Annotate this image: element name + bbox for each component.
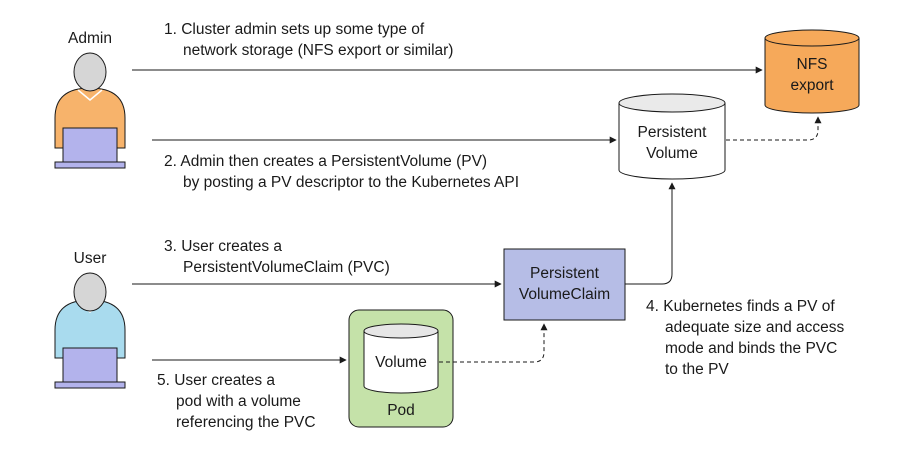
user-icon: [54, 272, 126, 389]
step3-line: 3. User creates a: [164, 238, 283, 255]
pvc-label-line2: VolumeClaim: [518, 286, 611, 303]
pvc-label-line1: Persistent: [530, 265, 599, 282]
step2-line: by posting a PV descriptor to the Kubern…: [183, 174, 520, 191]
nfs-label-line2: export: [790, 77, 834, 94]
nfs-label-line1: NFS: [796, 56, 828, 73]
step3-line: PersistentVolumeClaim (PVC): [183, 259, 390, 276]
step5-line: referencing the PVC: [176, 414, 316, 431]
admin-label: Admin: [68, 30, 112, 47]
user-laptop: [62, 347, 118, 383]
arrow-volume-to-pvc: [439, 323, 548, 363]
step1-line: 1. Cluster admin sets up some type of: [164, 21, 425, 38]
volume-label: Volume: [375, 354, 427, 371]
pv-label-line1: Persistent: [637, 124, 707, 141]
user-laptop-base: [54, 381, 126, 389]
step4-line: 4. Kubernetes finds a PV of: [646, 298, 835, 315]
step1-line: network storage (NFS export or similar): [183, 42, 454, 59]
step2-line: 2. Admin then creates a PersistentVolume…: [164, 153, 488, 170]
pv-label-line2: Volume: [646, 145, 698, 162]
volume-cylinder: [363, 323, 439, 394]
user-head: [73, 272, 107, 312]
persistent-volume-cylinder: [618, 93, 726, 180]
pod-label: Pod: [387, 402, 415, 419]
admin-laptop: [62, 127, 118, 163]
pvc-box: [503, 248, 626, 321]
step5-line: pod with a volume: [176, 393, 301, 410]
arrow-pv-to-nfs: [726, 116, 822, 141]
step4-line: adequate size and access: [665, 319, 845, 336]
step4-line: to the PV: [665, 361, 729, 378]
step5-line: 5. User creates a: [157, 372, 276, 389]
nfs-export-cylinder: [764, 29, 860, 114]
admin-icon: [54, 52, 126, 169]
step4-line: mode and binds the PVC: [665, 340, 838, 357]
admin-collar: [77, 89, 103, 101]
user-label: User: [73, 250, 107, 267]
arrow-pvc-to-pv: [625, 182, 676, 285]
admin-head: [73, 52, 107, 92]
admin-laptop-base: [54, 161, 126, 169]
